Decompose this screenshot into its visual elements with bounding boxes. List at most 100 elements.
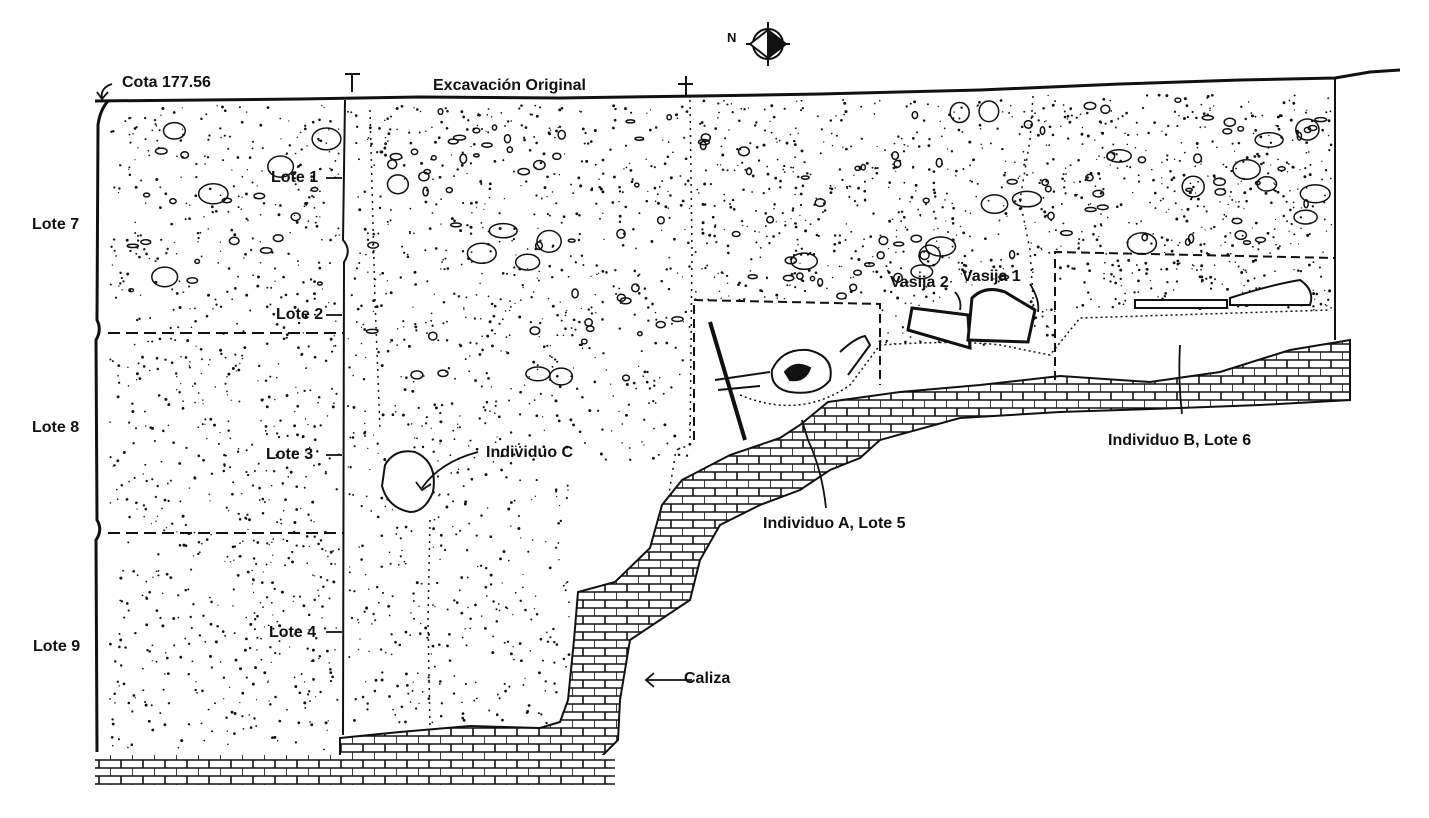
stone (481, 142, 493, 148)
stipple-dot (539, 392, 542, 395)
stipple-dot (631, 178, 634, 181)
stipple-dot (219, 661, 222, 663)
stipple-dot (461, 249, 465, 253)
stipple-dot (627, 403, 631, 406)
stone (1100, 104, 1111, 115)
stipple-dot (132, 694, 136, 697)
stone (503, 133, 512, 144)
stipple-dot (778, 139, 781, 142)
stipple-dot (475, 201, 478, 204)
stipple-dot (1120, 285, 1123, 287)
stipple-dot (1209, 275, 1213, 279)
stipple-dot (979, 128, 982, 130)
stipple-dot (440, 268, 442, 270)
stipple-dot (502, 550, 506, 554)
stipple-dot (1243, 208, 1245, 210)
stipple-dot (857, 258, 861, 261)
stipple-dot (431, 644, 435, 648)
stipple-dot (159, 616, 162, 620)
stipple-dot (489, 583, 493, 586)
stipple-dot (792, 207, 795, 210)
stipple-dot (148, 154, 151, 157)
stone (1231, 217, 1243, 225)
stipple-dot (488, 196, 491, 199)
stipple-dot (969, 212, 972, 215)
stipple-dot (430, 312, 433, 315)
stipple-dot (426, 280, 429, 283)
stipple-dot (197, 241, 199, 243)
stipple-dot (1235, 161, 1237, 163)
stone (1041, 178, 1050, 187)
stipple-dot (137, 147, 139, 149)
stipple-dot (249, 726, 253, 729)
stipple-dot (462, 718, 466, 722)
stipple-dot (841, 178, 844, 182)
stipple-dot (723, 99, 725, 102)
stipple-dot (1123, 177, 1126, 180)
stipple-dot (204, 163, 206, 165)
stipple-dot (1195, 116, 1198, 120)
stipple-dot (497, 415, 501, 419)
stipple-dot (396, 684, 399, 688)
stipple-dot (783, 298, 786, 300)
stipple-dot (456, 168, 459, 171)
stipple-dot (310, 723, 314, 727)
stipple-dot (182, 400, 184, 403)
stipple-dot (1045, 120, 1047, 122)
stone (154, 147, 168, 155)
stipple-dot (863, 199, 867, 202)
stipple-dot (531, 498, 533, 501)
stipple-dot (1081, 303, 1085, 307)
stipple-dot (276, 740, 279, 742)
stipple-dot (943, 285, 946, 288)
stipple-dot (1285, 200, 1288, 203)
stipple-dot (892, 166, 896, 170)
stone (427, 331, 438, 341)
stipple-dot (126, 272, 130, 276)
stipple-dot (729, 203, 732, 206)
stipple-dot (256, 541, 260, 544)
stipple-dot (264, 379, 268, 382)
stipple-dot (932, 291, 936, 295)
stipple-dot (669, 267, 672, 270)
stipple-dot (490, 116, 493, 118)
stipple-dot (1045, 333, 1049, 337)
stipple-dot (247, 528, 249, 531)
stipple-dot (285, 539, 289, 543)
stipple-dot (321, 605, 324, 608)
stipple-dot (136, 318, 139, 322)
stipple-dot (1204, 126, 1206, 128)
stipple-dot (172, 111, 176, 114)
stipple-dot (538, 270, 541, 273)
stipple-dot (136, 239, 140, 242)
stipple-dot (134, 159, 136, 161)
stipple-dot (776, 297, 779, 299)
stipple-dot (425, 332, 428, 335)
stipple-dot (833, 234, 837, 237)
stipple-dot (402, 164, 406, 167)
stipple-dot (1114, 126, 1117, 129)
stipple-dot (833, 242, 837, 246)
stipple-dot (1058, 266, 1062, 270)
stipple-dot (701, 231, 705, 235)
stipple-dot (1151, 168, 1153, 171)
stipple-dot (226, 743, 229, 746)
stipple-dot (237, 448, 240, 450)
stipple-dot (373, 689, 377, 693)
stipple-dot (399, 555, 402, 558)
stipple-dot (720, 145, 723, 148)
stipple-dot (383, 146, 387, 150)
stipple-dot (1034, 221, 1036, 223)
stone (549, 367, 574, 386)
stipple-dot (835, 115, 837, 117)
stipple-dot (347, 466, 349, 468)
stipple-dot (198, 634, 202, 637)
stipple-dot (1135, 264, 1138, 266)
stipple-dot (539, 637, 543, 641)
stipple-dot (302, 281, 305, 284)
stipple-dot (384, 119, 386, 122)
stipple-dot (280, 296, 283, 299)
stipple-dot (128, 117, 131, 120)
stipple-dot (755, 121, 758, 124)
stipple-dot (1242, 268, 1244, 271)
